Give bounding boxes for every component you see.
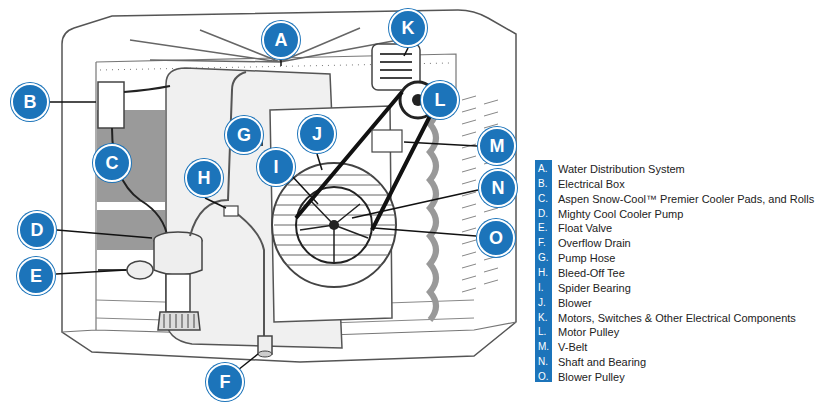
callout-letter: A: [275, 31, 288, 49]
side-duct: [430, 96, 436, 320]
legend-letter: B.: [538, 177, 547, 191]
legend-letter: I.: [538, 281, 544, 295]
pump-base: [158, 312, 200, 330]
pump-cord: [112, 128, 168, 240]
callout-letter: K: [402, 19, 415, 37]
pump-hose: [190, 72, 246, 236]
electrical-box: [98, 82, 124, 128]
callout-letter: C: [106, 154, 119, 172]
legend-letter: L.: [538, 325, 546, 339]
blower-pulley: [296, 187, 372, 263]
pump: [166, 274, 190, 312]
callout-letter: H: [198, 169, 211, 187]
legend-text: V-Belt: [558, 340, 587, 354]
pulley-spokes: [300, 200, 368, 262]
legend-text: Spider Bearing: [558, 281, 631, 295]
legend-letter: J.: [538, 296, 546, 310]
callout-circle: K: [389, 9, 427, 47]
legend-letter: D.: [538, 207, 548, 221]
legend-text: Electrical Box: [558, 177, 625, 191]
callout-letter: M: [490, 137, 505, 155]
pump-ribs: [164, 314, 194, 328]
callout-circle: C: [93, 144, 131, 182]
callout-letter: O: [489, 229, 503, 247]
legend-letter: F.: [538, 236, 546, 250]
callout-letter: N: [492, 179, 505, 197]
wire: [124, 86, 170, 92]
legend-letter: E.: [538, 221, 547, 235]
legend-text: Blower Pulley: [558, 370, 625, 384]
callout-letter: G: [237, 126, 251, 144]
callout-circle: G: [225, 116, 263, 154]
legend-text: Shaft and Bearing: [558, 355, 646, 369]
shaft: [329, 220, 339, 230]
callout-circle: A: [262, 21, 300, 59]
legend-text: Overflow Drain: [558, 236, 631, 250]
legend-letter: C.: [538, 192, 548, 206]
callout-circle: J: [298, 115, 336, 153]
callout-letter: J: [312, 125, 322, 143]
callout-circle: N: [479, 169, 517, 207]
legend-text: Float Valve: [558, 221, 612, 235]
callout-letter: F: [220, 373, 231, 391]
legend-text: Blower: [558, 296, 592, 310]
legend-text: Aspen Snow-Cool™ Premier Cooler Pads, an…: [558, 192, 814, 206]
motor-fins: [380, 54, 412, 78]
legend-letter: A.: [538, 162, 547, 176]
callout-circle: F: [206, 363, 244, 401]
callout-letter: E: [30, 267, 42, 285]
callout-letter: D: [31, 221, 44, 239]
legend-text: Pump Hose: [558, 251, 615, 265]
callout-letter: B: [24, 93, 37, 111]
float-valve: [127, 261, 153, 279]
pump: [154, 240, 202, 275]
callout-circle: B: [11, 83, 49, 121]
legend-text: Bleed-Off Tee: [558, 266, 625, 280]
legend-letter: N.: [538, 355, 548, 369]
v-belt: [296, 92, 432, 230]
legend-letter: H.: [538, 266, 548, 280]
legend-text: Water Distribution System: [558, 162, 685, 176]
legend-text: Motors, Switches & Other Electrical Comp…: [558, 311, 796, 325]
legend-text: Motor Pulley: [558, 325, 619, 339]
leader-lines: [50, 48, 478, 370]
legend-letter: G.: [538, 251, 549, 265]
motor-bracket: [372, 130, 402, 152]
callout-circle: M: [478, 127, 516, 165]
blower-wheel: [272, 163, 396, 287]
callout-circle: H: [185, 159, 223, 197]
callout-circle: I: [257, 148, 295, 186]
cabinet-outline: [62, 10, 516, 362]
overflow-drain: [258, 351, 272, 357]
legend-letter: O.: [538, 370, 549, 384]
legend-letter: K.: [538, 311, 547, 325]
legend-text: Mighty Cool Cooler Pump: [558, 207, 683, 221]
callout-circle: L: [421, 81, 459, 119]
callout-letter: L: [435, 91, 446, 109]
callout-circle: E: [17, 257, 55, 295]
callout-circle: O: [477, 219, 515, 257]
callout-letter: I: [273, 158, 278, 176]
callout-circle: D: [18, 211, 56, 249]
bleed-hose: [232, 210, 264, 336]
legend-letter: M.: [538, 340, 549, 354]
